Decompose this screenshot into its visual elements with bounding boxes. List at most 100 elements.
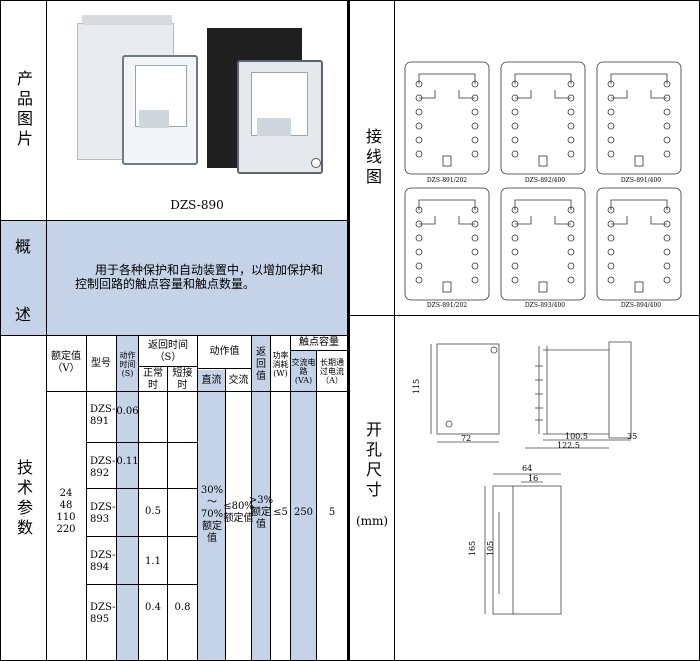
terminal-dot bbox=[471, 276, 479, 284]
overview-label-top: 概 bbox=[14, 237, 31, 256]
terminal-dot bbox=[511, 122, 519, 130]
coil-box bbox=[634, 155, 644, 167]
terminal-dot bbox=[471, 150, 479, 158]
ac-value: ≤80%额定值 bbox=[223, 501, 254, 524]
th-model: 型号 bbox=[91, 358, 111, 369]
th-return-time: 返回时间（S） bbox=[148, 340, 188, 363]
terminal-dot bbox=[567, 276, 575, 284]
circuit-line bbox=[515, 90, 532, 99]
photo-caption: DZS-890 bbox=[170, 198, 224, 212]
th-contact-capacity: 触点容量 bbox=[299, 337, 339, 348]
circuit-line bbox=[419, 216, 436, 225]
model-cell: DZS-894 bbox=[90, 550, 116, 573]
terminal-dot bbox=[607, 276, 615, 284]
terminal-dot bbox=[511, 234, 519, 242]
dimension-drawings-svg bbox=[430, 341, 632, 615]
terminal-dot bbox=[471, 248, 479, 256]
th-return-value: 返回值 bbox=[256, 347, 266, 382]
wiring-caption: DZS-891/202 bbox=[426, 177, 468, 184]
th-power: 功率消耗(W) bbox=[272, 350, 289, 378]
header-blue-dc bbox=[198, 370, 225, 392]
grid-line bbox=[394, 0, 395, 661]
overview-text-cell: 用于各种保护和自动装置中，以增加保护和控制回路的触点容量和触点数量。 bbox=[47, 221, 347, 335]
return-value-column-bg bbox=[252, 392, 270, 661]
terminal-dot bbox=[511, 262, 519, 270]
circuit-line bbox=[418, 73, 476, 84]
black-relay-image bbox=[207, 20, 327, 174]
table-row: DZS-892 0.11 bbox=[87, 442, 347, 488]
terminal-dot bbox=[415, 234, 423, 242]
dim-side-depth: 100.5 bbox=[565, 432, 588, 441]
model-cell: DZS-891 bbox=[90, 404, 116, 427]
wiring-label: 接线图 bbox=[363, 127, 382, 188]
grid-line bbox=[270, 336, 271, 661]
terminal-dot bbox=[511, 136, 519, 144]
th-action-value: 动作值 bbox=[209, 346, 240, 357]
wiring-panel bbox=[404, 187, 490, 301]
terminal-dot bbox=[663, 108, 671, 116]
terminal-dot bbox=[415, 262, 423, 270]
voltage-value: 110 bbox=[56, 512, 76, 523]
th-long-current: 长期通过电流（A） bbox=[320, 357, 344, 385]
terminal-dot bbox=[567, 150, 575, 158]
table-row: DZS-894 1.1 bbox=[87, 536, 347, 584]
long-current-value: 5 bbox=[328, 507, 336, 518]
terminal-dot bbox=[607, 122, 615, 130]
grid-line bbox=[47, 391, 348, 392]
coil-box bbox=[538, 155, 548, 167]
wiring-panel bbox=[596, 61, 682, 175]
terminal-dot bbox=[471, 108, 479, 116]
power-value: ≤5 bbox=[273, 507, 288, 518]
wiring-caption: DZS-892/400 bbox=[524, 177, 566, 184]
circuit-line bbox=[554, 216, 571, 225]
grid-line bbox=[167, 366, 168, 661]
circuit-line bbox=[650, 216, 667, 225]
dimensions-label-cell: 开孔尺寸 (mm) bbox=[350, 316, 394, 661]
terminal-dot bbox=[663, 276, 671, 284]
grid-line bbox=[138, 366, 197, 367]
voltage-list: 24 48 110 220 bbox=[47, 488, 85, 536]
return-normal-cell: 0.4 bbox=[145, 602, 161, 613]
terminal-dot bbox=[567, 248, 575, 256]
grid-line bbox=[225, 368, 226, 661]
terminal-dot bbox=[415, 150, 423, 158]
header-blue-return bbox=[252, 336, 270, 392]
model-cell: DZS-893 bbox=[90, 502, 116, 525]
circuit-line bbox=[514, 73, 572, 84]
grid-line bbox=[251, 336, 252, 661]
grid-line bbox=[86, 488, 197, 489]
circuit-line bbox=[610, 199, 668, 210]
dim-cutout-inner-height: 105 bbox=[486, 540, 496, 557]
terminal-dot bbox=[511, 248, 519, 256]
terminal-dot bbox=[567, 234, 575, 242]
grid-line bbox=[86, 442, 197, 443]
grid-line bbox=[0, 0, 1, 661]
terminal-dot bbox=[607, 136, 615, 144]
dim-side-tail: 35 bbox=[627, 432, 638, 441]
coil-box bbox=[634, 281, 644, 293]
overview-text: 用于各种保护和自动装置中，以增加保护和控制回路的触点容量和触点数量。 bbox=[75, 263, 324, 291]
circuit-line bbox=[611, 90, 628, 99]
grid-line bbox=[347, 0, 350, 661]
dc-value: 30%～70%额定值 bbox=[200, 485, 224, 544]
th-dc: 直流 bbox=[201, 375, 222, 386]
terminal-dot bbox=[607, 108, 615, 116]
terminal-dot bbox=[471, 136, 479, 144]
wiring-caption: DZS-891/202 bbox=[426, 302, 468, 309]
circuit-line bbox=[610, 73, 668, 84]
th-return-normal: 正常时 bbox=[143, 368, 163, 391]
terminal-dot bbox=[663, 122, 671, 130]
terminal-dot bbox=[415, 108, 423, 116]
header-blue-accircuit bbox=[291, 350, 316, 392]
th-ac: 交流 bbox=[228, 375, 249, 386]
terminal-dot bbox=[511, 276, 519, 284]
return-normal-cell: 1.1 bbox=[145, 556, 161, 567]
terminal-dot bbox=[471, 122, 479, 130]
wiring-panel bbox=[500, 61, 586, 175]
overview-label-cell: 概 述 bbox=[0, 221, 46, 335]
dim-cutout-width: 64 bbox=[522, 464, 533, 473]
grid-line bbox=[316, 350, 317, 661]
terminal-dot bbox=[663, 136, 671, 144]
wiring-diagrams-svg bbox=[404, 61, 682, 301]
voltage-value: 24 bbox=[59, 488, 73, 499]
